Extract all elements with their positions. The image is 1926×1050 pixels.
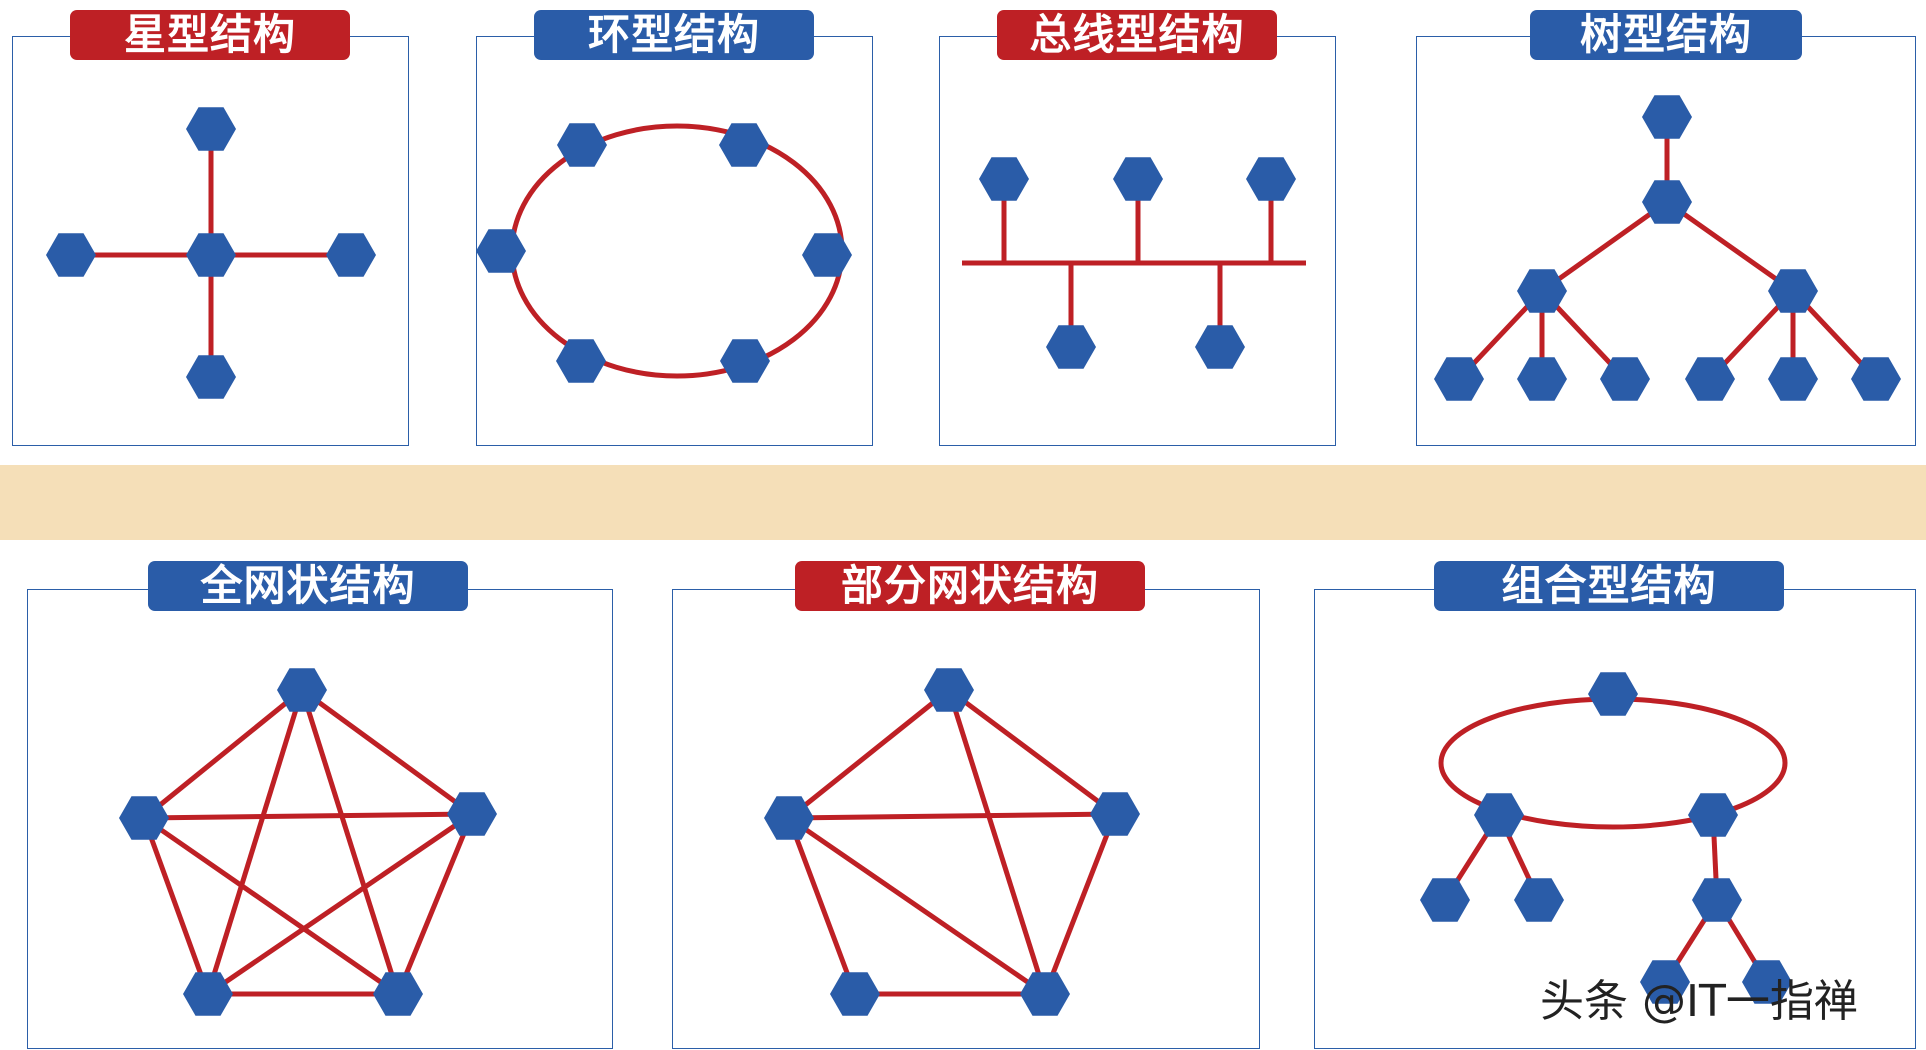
panel-full-mesh xyxy=(27,589,613,1049)
node-hexagon xyxy=(1768,269,1818,313)
node-hexagon xyxy=(924,668,974,712)
hybrid-topology-diagram xyxy=(1420,672,1792,1004)
node-hexagon xyxy=(326,233,376,277)
node-hexagon xyxy=(46,233,96,277)
tree-topology-diagram xyxy=(1434,95,1901,401)
node-hexagon xyxy=(1514,878,1564,922)
node-hexagon xyxy=(1113,157,1163,201)
full-mesh-links xyxy=(141,687,475,997)
node-hexagon xyxy=(447,792,497,836)
divider-band xyxy=(0,465,1926,540)
partial-mesh-topology-diagram xyxy=(764,668,1140,1016)
star-nodes xyxy=(46,107,376,399)
node-hexagon xyxy=(557,123,607,167)
bus-links xyxy=(962,179,1306,347)
node-hexagon xyxy=(1517,357,1567,401)
node-hexagon xyxy=(1642,95,1692,139)
node-hexagon xyxy=(183,972,233,1016)
node-hexagon xyxy=(1434,357,1484,401)
node-hexagon xyxy=(1046,325,1096,369)
node-hexagon xyxy=(802,233,852,277)
node-hexagon xyxy=(719,123,769,167)
bus-topology-diagram xyxy=(962,157,1306,369)
node-hexagon xyxy=(1742,960,1792,1004)
panel-star xyxy=(12,36,409,446)
node-hexagon xyxy=(1642,180,1692,224)
node-hexagon xyxy=(277,668,327,712)
panel-title-bus: 总线型结构 xyxy=(997,10,1277,60)
node-hexagon xyxy=(186,355,236,399)
hybrid-links xyxy=(1438,696,1788,984)
star-topology-diagram xyxy=(46,107,376,399)
partial-mesh-links xyxy=(786,687,1118,997)
node-hexagon xyxy=(720,339,770,383)
panel-tree xyxy=(1416,36,1916,446)
panel-ring xyxy=(476,36,873,446)
panel-partial-mesh xyxy=(672,589,1260,1049)
node-hexagon xyxy=(1090,792,1140,836)
panel-title-ring: 环型结构 xyxy=(534,10,814,60)
node-hexagon xyxy=(1517,269,1567,313)
panel-title-tree: 树型结构 xyxy=(1530,10,1802,60)
node-hexagon xyxy=(373,972,423,1016)
bus-nodes xyxy=(979,157,1296,369)
ring-nodes xyxy=(477,123,852,383)
node-hexagon xyxy=(1688,793,1738,837)
node-hexagon xyxy=(1474,793,1524,837)
ring-links xyxy=(509,123,845,379)
panel-title-star: 星型结构 xyxy=(70,10,350,60)
panel-title-partial-mesh: 部分网状结构 xyxy=(795,561,1145,611)
panel-title-hybrid: 组合型结构 xyxy=(1434,561,1784,611)
node-hexagon xyxy=(1246,157,1296,201)
node-hexagon xyxy=(556,339,606,383)
node-hexagon xyxy=(186,233,236,277)
full-mesh-topology-diagram xyxy=(119,668,497,1016)
watermark: 头条 @IT一指禅 xyxy=(1540,976,1858,1027)
hybrid-nodes xyxy=(1420,672,1792,1004)
node-hexagon xyxy=(764,796,814,840)
node-hexagon xyxy=(119,796,169,840)
node-hexagon xyxy=(1195,325,1245,369)
node-hexagon xyxy=(1600,357,1650,401)
node-hexagon xyxy=(979,157,1029,201)
node-hexagon xyxy=(1640,960,1690,1004)
node-hexagon xyxy=(186,107,236,151)
node-hexagon xyxy=(1420,878,1470,922)
tree-nodes xyxy=(1434,95,1901,401)
node-hexagon xyxy=(1768,357,1818,401)
full-mesh-nodes xyxy=(119,668,497,1016)
node-hexagon xyxy=(1685,357,1735,401)
node-hexagon xyxy=(830,972,880,1016)
node-hexagon xyxy=(1851,357,1901,401)
panel-title-full-mesh: 全网状结构 xyxy=(148,561,468,611)
node-hexagon xyxy=(1020,972,1070,1016)
ring-topology-diagram xyxy=(477,123,852,383)
panel-bus xyxy=(939,36,1336,446)
node-hexagon xyxy=(1588,672,1638,716)
partial-mesh-nodes xyxy=(764,668,1140,1016)
node-hexagon xyxy=(477,229,526,273)
tree-links xyxy=(1457,117,1878,381)
node-hexagon xyxy=(1692,878,1742,922)
panel-hybrid xyxy=(1314,589,1916,1049)
